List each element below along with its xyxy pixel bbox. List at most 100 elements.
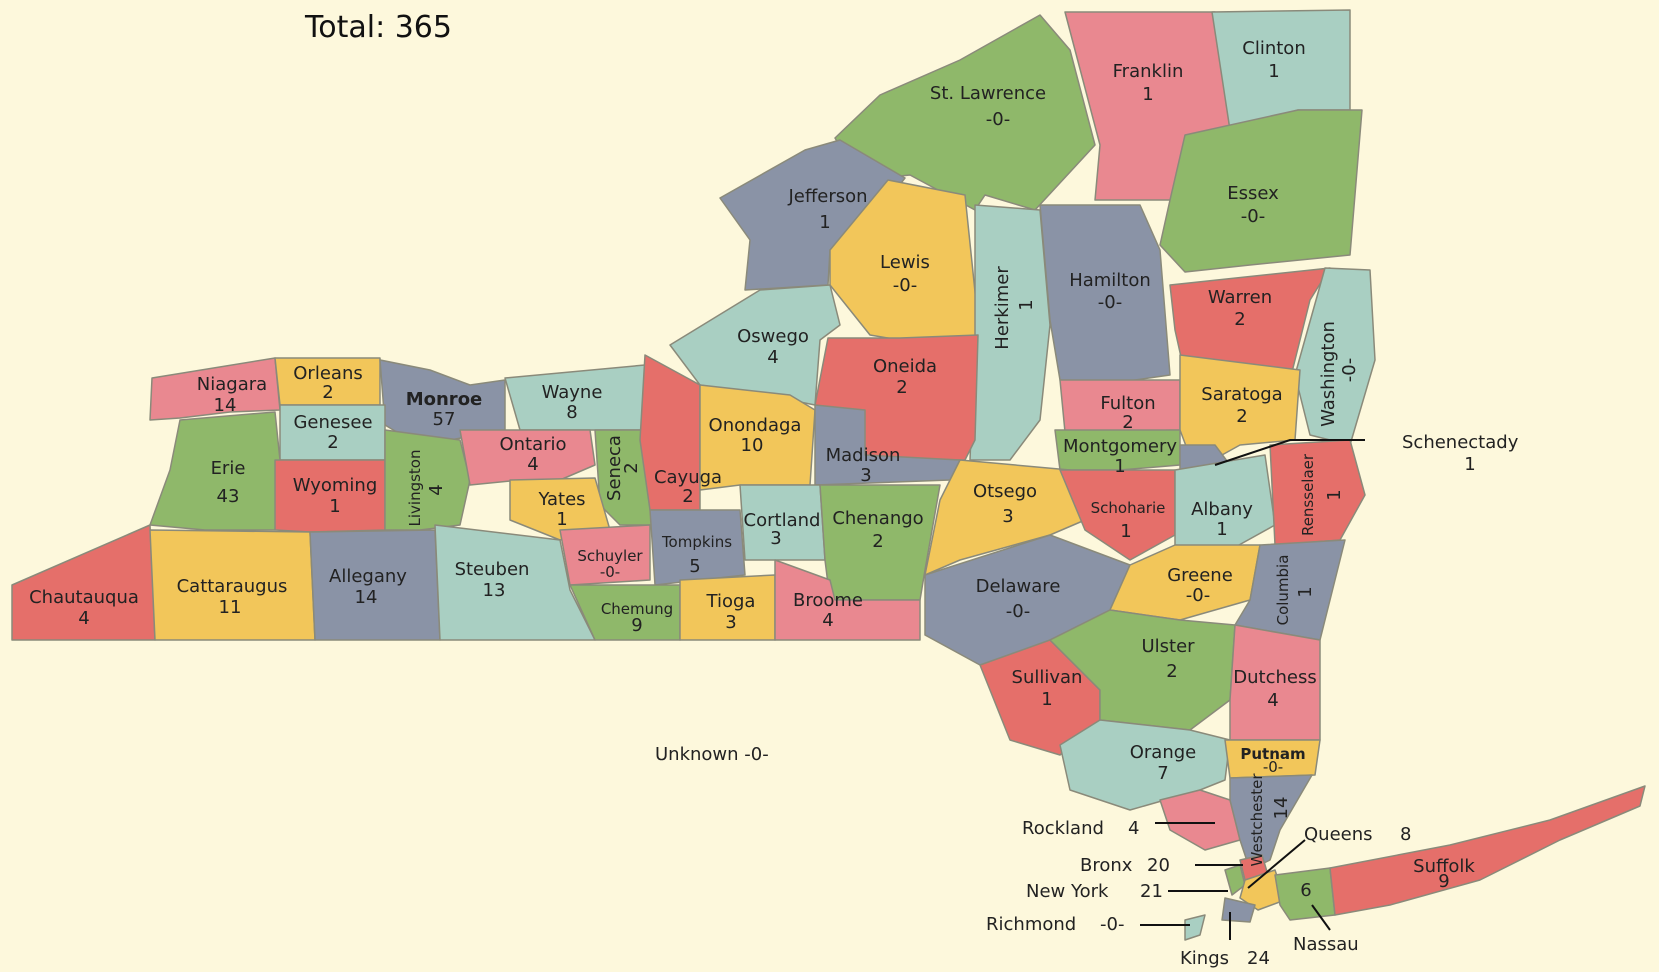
- value-richmond: -0-: [1100, 914, 1124, 935]
- label-broome: Broome: [793, 590, 863, 611]
- label-steuben: Steuben: [455, 559, 530, 580]
- label-hamilton: Hamilton: [1069, 270, 1151, 291]
- label-ulster: Ulster: [1141, 636, 1195, 657]
- unknown-label: Unknown -0-: [655, 744, 769, 765]
- value-madison: 3: [860, 465, 871, 486]
- label-new-york: New York: [1026, 881, 1109, 902]
- value-orleans: 2: [322, 382, 333, 403]
- county-broome[interactable]: [774, 559, 921, 641]
- label-delaware: Delaware: [976, 576, 1061, 597]
- value-washington: -0-: [1339, 358, 1360, 382]
- label-yates: Yates: [537, 489, 585, 510]
- value-ulster: 2: [1166, 661, 1177, 682]
- value-jefferson: 1: [819, 212, 830, 233]
- county-richmond[interactable]: [1184, 914, 1206, 941]
- county-schuyler[interactable]: [559, 524, 651, 586]
- label-cattaraugus: Cattaraugus: [177, 576, 288, 597]
- label-schenectady: Schenectady: [1402, 432, 1519, 453]
- value-dutchess: 4: [1267, 690, 1278, 711]
- value-wayne: 8: [566, 402, 577, 423]
- label-fulton: Fulton: [1100, 393, 1155, 414]
- label-onondaga: Onondaga: [709, 415, 802, 436]
- value-steuben: 13: [483, 580, 506, 601]
- value-lewis: -0-: [893, 275, 917, 296]
- label-allegany: Allegany: [329, 566, 407, 587]
- value-greene: -0-: [1186, 585, 1210, 606]
- value-cattaraugus: 11: [219, 597, 242, 618]
- label-orleans: Orleans: [293, 363, 362, 384]
- label-chautauqua: Chautauqua: [29, 587, 139, 608]
- value-clinton: 1: [1268, 61, 1279, 82]
- county-nassau[interactable]: [1274, 867, 1336, 921]
- value-kings: 24: [1247, 948, 1270, 969]
- county-putnam[interactable]: [1224, 739, 1321, 779]
- value-tompkins: 5: [689, 556, 700, 577]
- value-cortland: 3: [770, 528, 781, 549]
- label-suffolk: Suffolk: [1413, 856, 1475, 877]
- value-schenectady: 1: [1464, 454, 1475, 475]
- label-orange: Orange: [1130, 742, 1197, 763]
- label-tioga: Tioga: [706, 591, 756, 612]
- value-seneca: 2: [621, 462, 642, 473]
- value-franklin: 1: [1142, 84, 1153, 105]
- value-sullivan: 1: [1041, 689, 1052, 710]
- county-queens[interactable]: [1239, 869, 1286, 911]
- label-clinton: Clinton: [1242, 38, 1305, 59]
- county-schoharie[interactable]: [1059, 469, 1176, 561]
- map-total: Total: 365: [304, 10, 452, 45]
- value-montgomery: 1: [1114, 456, 1125, 477]
- value-niagara: 14: [214, 395, 237, 416]
- county-livingston[interactable]: [384, 429, 471, 531]
- label-lewis: Lewis: [880, 252, 930, 273]
- value-columbia: 1: [1295, 586, 1316, 597]
- value-oswego: 4: [767, 347, 778, 368]
- value-broome: 4: [822, 610, 833, 631]
- value-chemung: 9: [631, 615, 642, 636]
- label-richmond: Richmond: [986, 914, 1076, 935]
- value-chautauqua: 4: [78, 608, 89, 629]
- county-labels: Niagara 14 Orleans 2 Monroe 57 Wayne 8 G…: [29, 38, 1519, 969]
- label-kings: Kings: [1180, 948, 1229, 969]
- value-chenango: 2: [872, 531, 883, 552]
- county-suffolk[interactable]: [1329, 785, 1646, 916]
- label-sullivan: Sullivan: [1012, 667, 1083, 688]
- label-franklin: Franklin: [1113, 61, 1184, 82]
- value-hamilton: -0-: [1098, 292, 1122, 313]
- label-rockland: Rockland: [1022, 818, 1104, 839]
- label-montgomery: Montgomery: [1063, 436, 1177, 457]
- label-bronx: Bronx: [1080, 855, 1133, 876]
- value-putnam: -0-: [1263, 758, 1283, 776]
- county-essex[interactable]: [1159, 109, 1363, 273]
- value-st-lawrence: -0-: [986, 109, 1010, 130]
- label-st-lawrence: St. Lawrence: [930, 83, 1046, 104]
- county-orange[interactable]: [1059, 719, 1231, 811]
- value-saratoga: 2: [1236, 406, 1247, 427]
- county-rensselaer[interactable]: [1269, 439, 1366, 546]
- value-bronx: 20: [1147, 855, 1170, 876]
- value-westchester: 14: [1271, 797, 1292, 820]
- county-steuben[interactable]: [434, 524, 596, 641]
- county-albany[interactable]: [1174, 454, 1276, 551]
- label-putnam: Putnam: [1240, 745, 1305, 763]
- label-westchester: Westchester: [1248, 773, 1266, 867]
- label-oneida: Oneida: [873, 356, 937, 377]
- value-cayuga: 2: [682, 486, 693, 507]
- value-albany: 1: [1216, 519, 1227, 540]
- label-albany: Albany: [1191, 499, 1253, 520]
- value-onondaga: 10: [741, 435, 764, 456]
- label-schoharie: Schoharie: [1091, 499, 1166, 517]
- label-genesee: Genesee: [293, 412, 372, 433]
- label-nassau: Nassau: [1293, 934, 1359, 955]
- county-rockland[interactable]: [1159, 789, 1241, 851]
- value-queens: 8: [1400, 824, 1411, 845]
- label-washington: Washington: [1318, 321, 1339, 427]
- county-erie[interactable]: [149, 411, 281, 531]
- value-yates: 1: [556, 509, 567, 530]
- value-otsego: 3: [1002, 506, 1013, 527]
- county-westchester[interactable]: [1229, 774, 1313, 871]
- county-montgomery[interactable]: [1054, 429, 1181, 471]
- label-wayne: Wayne: [542, 382, 603, 403]
- label-greene: Greene: [1167, 565, 1233, 586]
- value-herkimer: 1: [1016, 299, 1037, 310]
- label-essex: Essex: [1227, 183, 1279, 204]
